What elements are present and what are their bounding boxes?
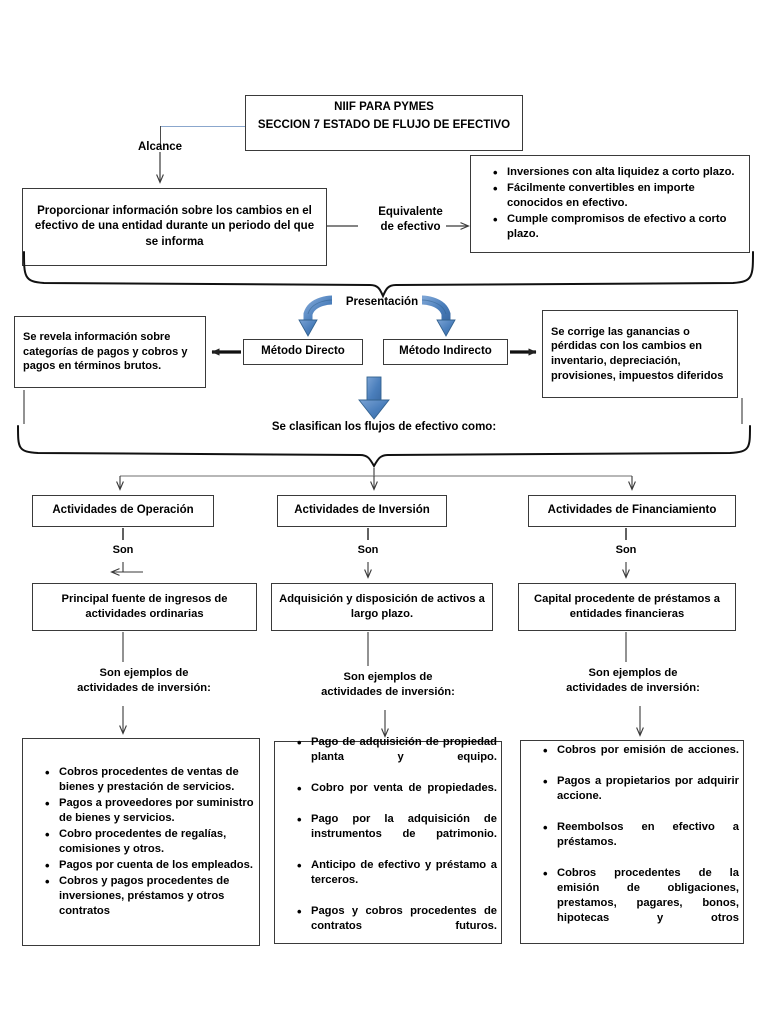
equivalente-bullet-list: Inversiones con alta liquidez a corto pl… xyxy=(473,164,745,243)
equivalente-bullet-item: Cumple compromisos de efectivo a corto p… xyxy=(493,211,743,242)
objetivo-box: Proporcionar información sobre los cambi… xyxy=(22,188,327,266)
label-presentacion: Presentación xyxy=(345,296,419,308)
ejemplo-item: Pagos y cobros procedentes de contratos … xyxy=(297,903,497,949)
ejemplos-inversion-list: Pago de adquisición de propiedad planta … xyxy=(277,734,499,950)
equivalente-bullets-box: Inversiones con alta liquidez a corto pl… xyxy=(470,155,750,253)
label-son-2: Son xyxy=(357,544,379,556)
label-alcance: Alcance xyxy=(137,141,183,153)
blue-down-arrow xyxy=(358,376,390,420)
alcance-vline-top xyxy=(160,126,161,144)
ejemplo-item: Anticipo de efectivo y préstamo a tercer… xyxy=(297,857,497,903)
actividad-financiamiento-box: Actividades de Financiamiento xyxy=(528,495,736,527)
metodo-directo-detail: Se revela información sobre categorías d… xyxy=(23,331,188,373)
actividad-inversion-box: Actividades de Inversión xyxy=(277,495,447,527)
title-to-alcance-connector xyxy=(160,126,245,127)
equivalente-bullet-item: Fácilmente convertibles en importe conoc… xyxy=(493,180,743,211)
equivalente-bullet-item: Inversiones con alta liquidez a corto pl… xyxy=(493,164,743,181)
metodo-indirecto-box: Método Indirecto xyxy=(383,339,508,365)
metodo-directo-box: Método Directo xyxy=(243,339,363,365)
ejemplo-item: Pago por la adquisición de instrumentos … xyxy=(297,811,497,857)
ejemplos-inversion-box: Pago de adquisición de propiedad planta … xyxy=(274,734,502,944)
definicion-operacion-text: Principal fuente de ingresos de activida… xyxy=(61,593,228,620)
ejemplo-item: Pagos por cuenta de los empleados. xyxy=(45,857,255,874)
metodo-indirecto-detail: Se corrige las ganancias o pérdidas con … xyxy=(551,325,724,382)
label-se-clasifican: Se clasifican los flujos de efectivo com… xyxy=(271,421,497,433)
ejemplo-item: Cobros procedentes de la emisión de obli… xyxy=(543,865,739,941)
ejemplo-item: Cobros y pagos procedentes de inversione… xyxy=(45,873,255,919)
title-box: NIIF PARA PYMES SECCION 7 ESTADO DE FLUJ… xyxy=(245,95,523,151)
ejemplos-operacion-box: Cobros procedentes de ventas de bienes y… xyxy=(22,738,260,946)
metodo-indirecto-label: Método Indirecto xyxy=(399,345,492,358)
ejemplo-item: Cobros procedentes de ventas de bienes y… xyxy=(45,764,255,795)
metodo-directo-detail-box: Se revela información sobre categorías d… xyxy=(14,316,206,388)
title-line-1: NIIF PARA PYMES xyxy=(334,101,434,113)
ejemplo-item: Pago de adquisición de propiedad planta … xyxy=(297,734,497,780)
ejemplo-item: Cobro por venta de propiedades. xyxy=(297,780,497,811)
label-ejemplos-3: Son ejemplos de actividades de inversión… xyxy=(566,667,700,694)
definicion-operacion-box: Principal fuente de ingresos de activida… xyxy=(32,583,257,631)
definicion-inversion-text: Adquisición y disposición de activos a l… xyxy=(279,593,485,620)
label-son-3: Son xyxy=(615,544,637,556)
actividad-inversion-label: Actividades de Inversión xyxy=(294,504,430,517)
objetivo-text: Proporcionar información sobre los cambi… xyxy=(34,205,315,248)
label-equivalente-de-efectivo: Equivalente de efectivo xyxy=(378,206,443,233)
actividad-operacion-box: Actividades de Operación xyxy=(32,495,214,527)
ejemplos-financiamiento-box: Cobros por emisión de acciones.Pagos a p… xyxy=(520,740,744,944)
actividad-operacion-label: Actividades de Operación xyxy=(52,504,194,517)
ejemplos-financiamiento-list: Cobros por emisión de acciones.Pagos a p… xyxy=(523,742,741,942)
ejemplo-item: Cobros por emisión de acciones. xyxy=(543,742,739,773)
actividad-financiamiento-label: Actividades de Financiamiento xyxy=(547,504,717,517)
definicion-inversion-box: Adquisición y disposición de activos a l… xyxy=(271,583,493,631)
definicion-financiamiento-box: Capital procedente de préstamos a entida… xyxy=(518,583,736,631)
metodo-directo-label: Método Directo xyxy=(261,345,345,358)
metodo-indirecto-detail-box: Se corrige las ganancias o pérdidas con … xyxy=(542,310,738,398)
ejemplo-item: Pagos a propietarios por adquirir accion… xyxy=(543,773,739,819)
label-son-1: Son xyxy=(112,544,134,556)
ejemplo-item: Cobro procedentes de regalías, comisione… xyxy=(45,826,255,857)
label-ejemplos-2: Son ejemplos de actividades de inversión… xyxy=(321,671,455,698)
ejemplo-item: Reembolsos en efectivo a préstamos. xyxy=(543,819,739,865)
ejemplo-item: Pagos a proveedores por suministro de bi… xyxy=(45,795,255,826)
label-ejemplos-1: Son ejemplos de actividades de inversión… xyxy=(77,667,211,694)
definicion-financiamiento-text: Capital procedente de préstamos a entida… xyxy=(534,593,720,620)
ejemplos-operacion-list: Cobros procedentes de ventas de bienes y… xyxy=(25,764,257,920)
title-line-2: SECCION 7 ESTADO DE FLUJO DE EFECTIVO xyxy=(257,119,511,132)
